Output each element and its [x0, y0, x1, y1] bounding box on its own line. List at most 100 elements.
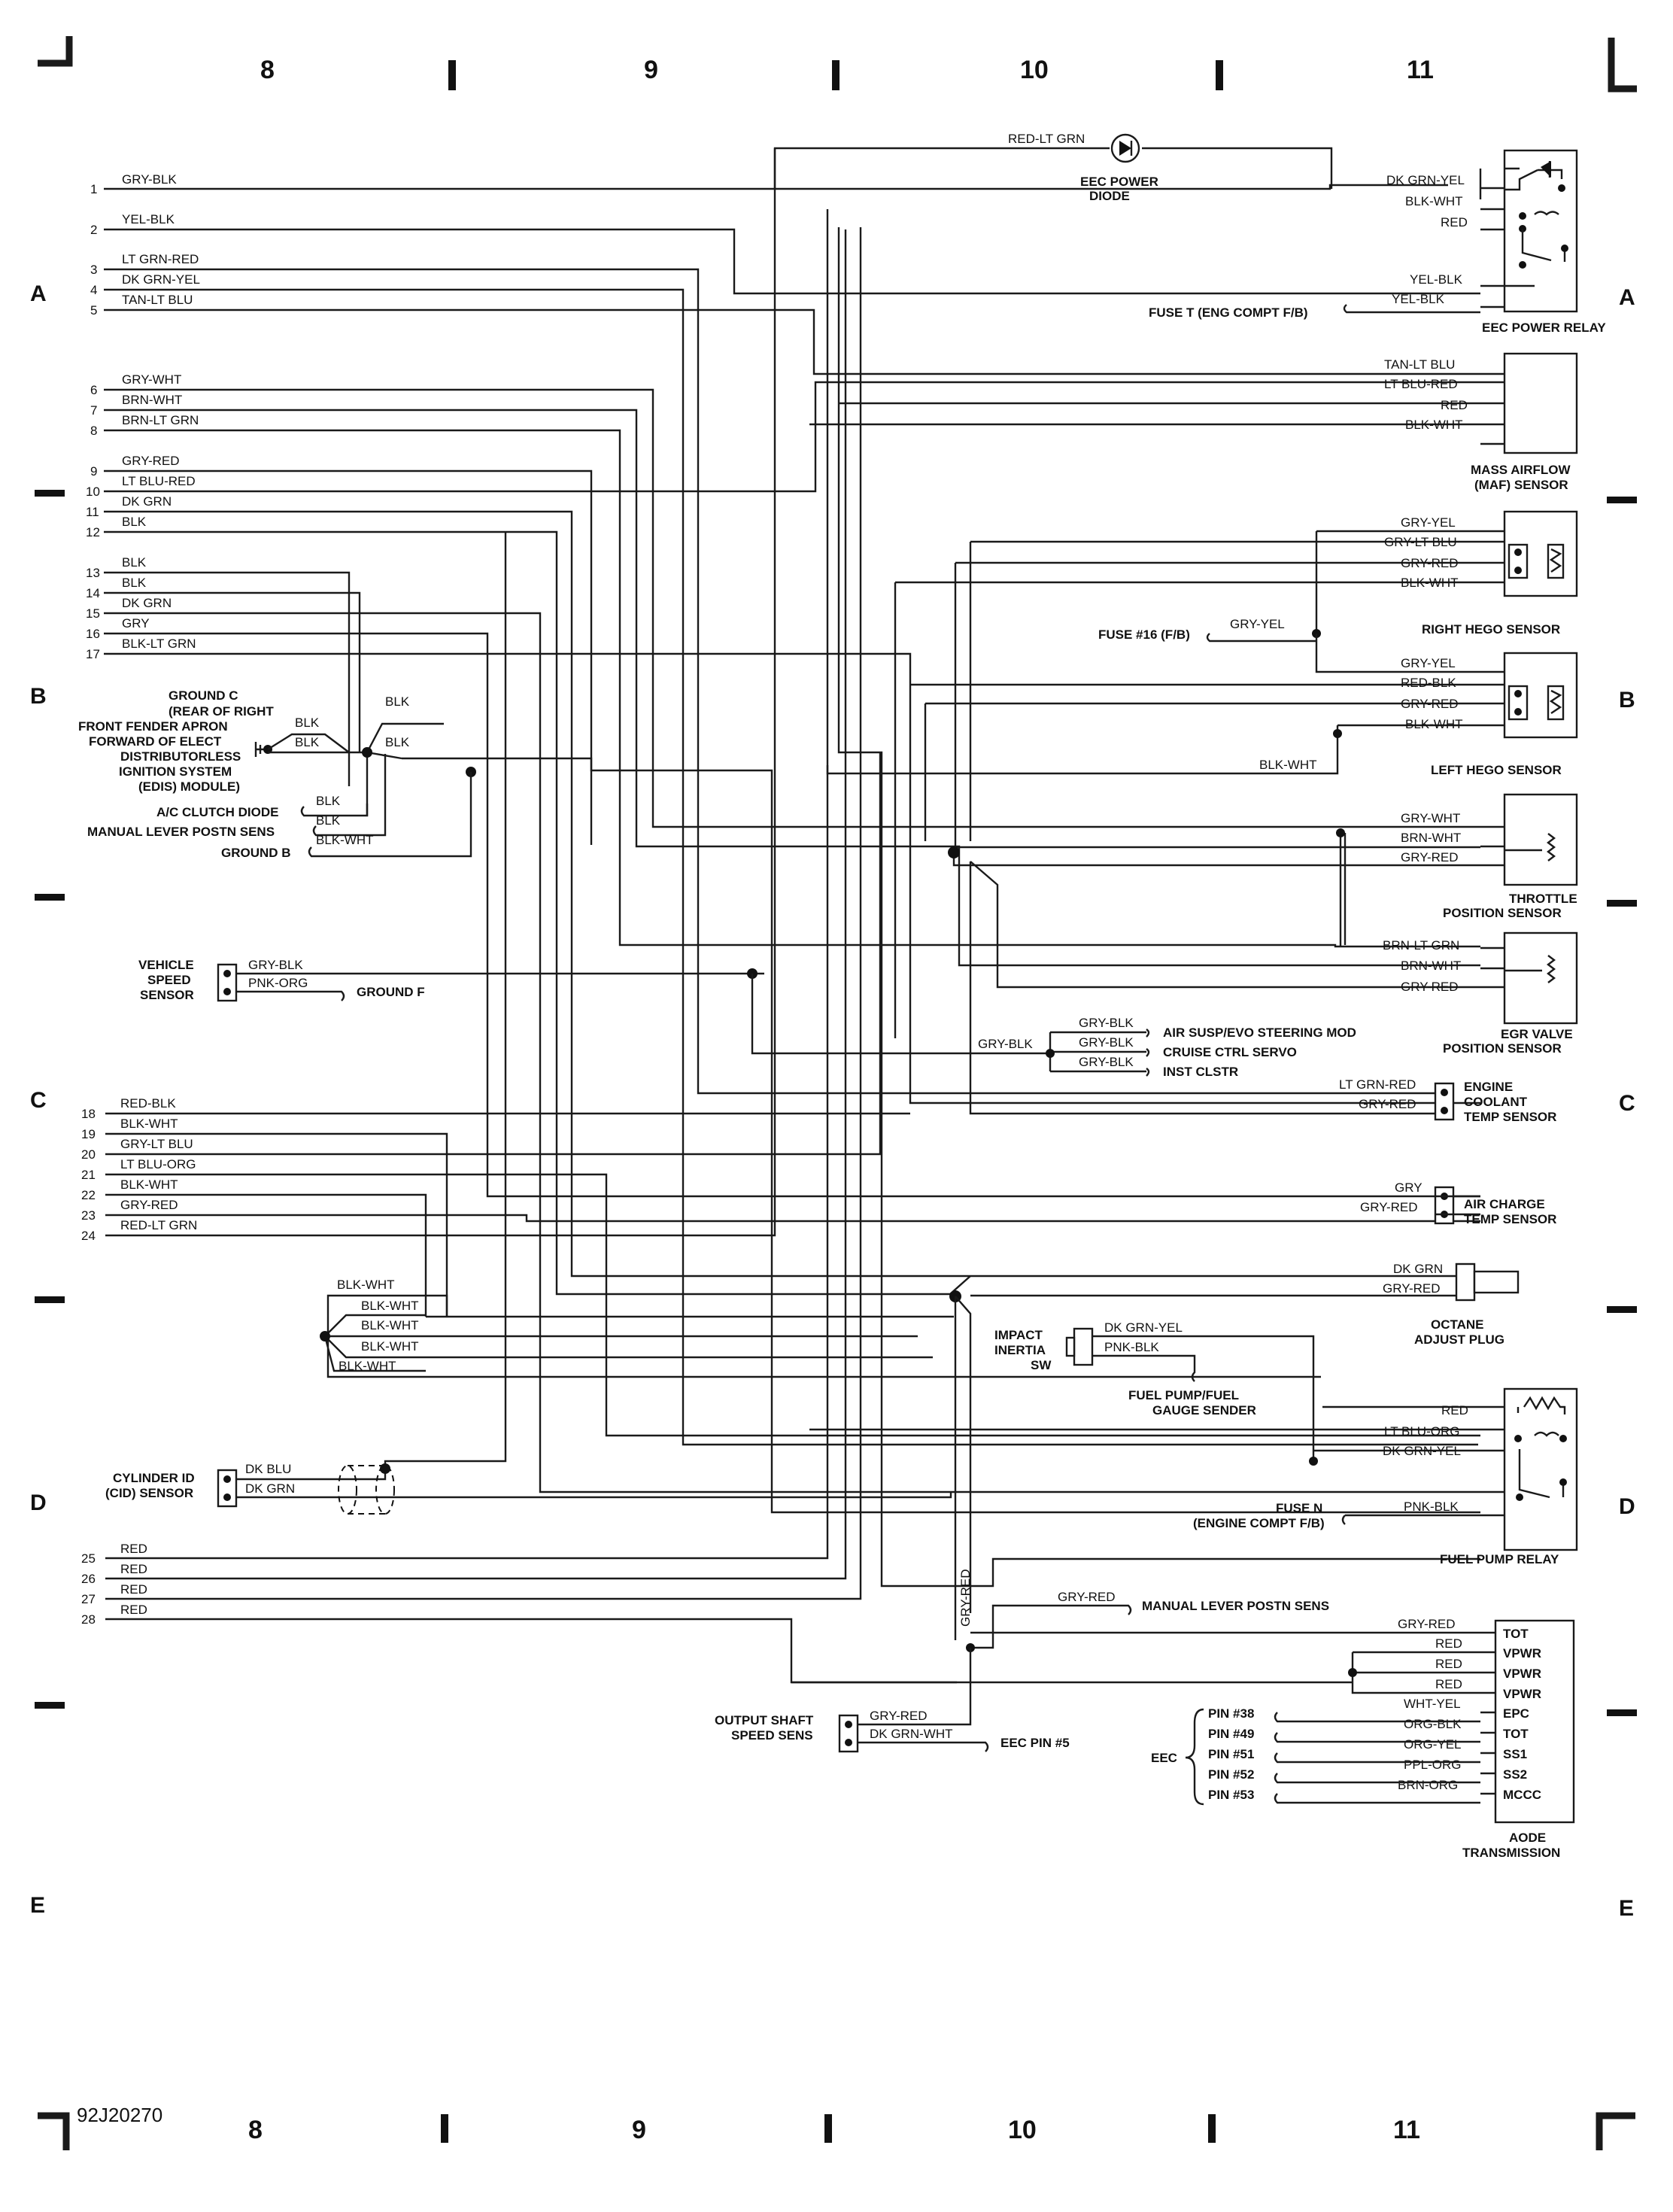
svg-text:GROUND B: GROUND B	[221, 846, 291, 860]
svg-text:DK GRN-YEL: DK GRN-YEL	[1386, 173, 1465, 187]
svg-text:ORG-BLK: ORG-BLK	[1404, 1717, 1462, 1731]
svg-text:PIN #51: PIN #51	[1208, 1747, 1254, 1761]
svg-text:(CID) SENSOR: (CID) SENSOR	[105, 1486, 193, 1500]
wires-18-24	[105, 148, 1480, 1437]
svg-text:POSITION SENSOR: POSITION SENSOR	[1443, 906, 1562, 920]
svg-text:AIR SUSP/EVO STEERING MOD: AIR SUSP/EVO STEERING MOD	[1163, 1025, 1356, 1040]
svg-text:PIN #49: PIN #49	[1208, 1727, 1254, 1741]
svg-text:7: 7	[90, 403, 97, 418]
svg-text:RED: RED	[1435, 1636, 1462, 1651]
svg-text:RED: RED	[120, 1562, 147, 1576]
svg-text:12: 12	[86, 525, 100, 539]
pin-row-7: 7 BRN-WHT	[90, 393, 182, 418]
wire-11	[104, 510, 1480, 1278]
svg-text:BRN-WHT: BRN-WHT	[122, 393, 182, 407]
svg-text:ADJUST PLUG: ADJUST PLUG	[1414, 1332, 1504, 1347]
svg-text:EPC: EPC	[1503, 1706, 1529, 1721]
maf-sensor: TAN-LT BLU LT BLU-RED RED BLK-WHT MASS A…	[809, 352, 1578, 492]
col-8-bottom: 8	[248, 2116, 263, 2144]
svg-text:PNK-BLK: PNK-BLK	[1404, 1499, 1459, 1514]
svg-text:FUSE N: FUSE N	[1276, 1501, 1322, 1515]
svg-text:DK GRN-WHT: DK GRN-WHT	[870, 1727, 952, 1741]
svg-text:GRY: GRY	[122, 616, 150, 630]
octane-adjust-plug: DK GRN GRY-RED OCTANE ADJUST PLUG	[970, 1262, 1520, 1347]
svg-text:PNK-ORG: PNK-ORG	[248, 976, 308, 990]
svg-text:WHT-YEL: WHT-YEL	[1404, 1697, 1461, 1711]
svg-text:EEC POWER RELAY: EEC POWER RELAY	[1482, 321, 1606, 335]
col-11-bottom: 11	[1393, 2116, 1420, 2144]
svg-text:BLK-WHT: BLK-WHT	[1259, 758, 1317, 772]
right-hego-sensor: GRY-YEL GRY-LT BLU GRY-RED BLK-WHT GRY-Y…	[894, 510, 1578, 1038]
svg-text:DK GRN-YEL: DK GRN-YEL	[1104, 1320, 1183, 1335]
svg-text:BRN-WHT: BRN-WHT	[1401, 959, 1461, 973]
svg-text:RED: RED	[1435, 1677, 1462, 1691]
svg-text:13: 13	[86, 566, 100, 580]
eec-power-diode: RED-LT GRN EEC POWER DIODE	[773, 132, 1333, 203]
svg-text:DISTRIBUTORLESS: DISTRIBUTORLESS	[120, 749, 241, 764]
gry-blk-branch-group: GRY-BLK GRY-BLK GRY-BLK GRY-BLK AIR SUSP…	[751, 974, 1356, 1079]
svg-text:THROTTLE: THROTTLE	[1509, 892, 1577, 906]
svg-text:AODE: AODE	[1509, 1831, 1546, 1845]
svg-text:GRY-YEL: GRY-YEL	[1401, 656, 1456, 670]
svg-text:BLK-WHT: BLK-WHT	[1405, 194, 1463, 208]
svg-text:DK GRN: DK GRN	[122, 596, 172, 610]
svg-text:GRY-RED: GRY-RED	[1359, 1097, 1416, 1111]
svg-text:18: 18	[81, 1107, 96, 1121]
svg-text:RED-BLK: RED-BLK	[1401, 676, 1456, 690]
svg-text:PPL-ORG: PPL-ORG	[1404, 1758, 1462, 1772]
svg-text:GRY-WHT: GRY-WHT	[122, 372, 181, 387]
svg-text:FUEL PUMP/FUEL: FUEL PUMP/FUEL	[1128, 1388, 1239, 1402]
svg-text:YEL-BLK: YEL-BLK	[1392, 292, 1445, 306]
col-10-top: 10	[1020, 56, 1049, 84]
svg-text:(MAF) SENSOR: (MAF) SENSOR	[1474, 478, 1568, 492]
svg-text:RED: RED	[1441, 215, 1468, 229]
svg-text:LT BLU-ORG: LT BLU-ORG	[1384, 1424, 1459, 1439]
svg-text:PIN #38: PIN #38	[1208, 1706, 1254, 1721]
svg-text:4: 4	[90, 283, 97, 297]
svg-text:GRY-RED: GRY-RED	[1058, 1590, 1116, 1604]
svg-text:PIN #52: PIN #52	[1208, 1767, 1254, 1782]
svg-text:26: 26	[81, 1572, 96, 1586]
svg-text:15: 15	[86, 606, 100, 621]
wire-7	[104, 409, 1480, 967]
svg-text:MASS AIRFLOW: MASS AIRFLOW	[1471, 463, 1571, 477]
wire-2	[104, 228, 1480, 295]
svg-text:GRY-RED: GRY-RED	[1401, 556, 1459, 570]
svg-text:11: 11	[86, 505, 99, 519]
impact-inertia-switch: DK GRN-YEL PNK-BLK IMPACT INERTIA SW FUE…	[994, 1320, 1315, 1461]
svg-text:SPEED: SPEED	[147, 973, 191, 987]
svg-text:BLK-WHT: BLK-WHT	[1401, 576, 1459, 590]
svg-text:EEC PIN #5: EEC PIN #5	[1000, 1736, 1070, 1750]
svg-text:SW: SW	[1031, 1358, 1052, 1372]
svg-text:RED-LT GRN: RED-LT GRN	[1008, 132, 1085, 146]
svg-text:BLK-WHT: BLK-WHT	[339, 1359, 396, 1373]
svg-text:IGNITION SYSTEM: IGNITION SYSTEM	[119, 764, 232, 779]
wires-1-17	[104, 184, 1512, 1588]
wire-6	[104, 388, 1480, 828]
svg-text:BLK-WHT: BLK-WHT	[1405, 717, 1463, 731]
svg-text:GRY: GRY	[1395, 1180, 1423, 1195]
svg-text:TEMP SENSOR: TEMP SENSOR	[1464, 1212, 1556, 1226]
svg-text:RED-LT GRN: RED-LT GRN	[120, 1218, 197, 1232]
svg-text:GRY-YEL: GRY-YEL	[1230, 617, 1285, 631]
svg-text:GROUND F: GROUND F	[357, 985, 425, 999]
svg-text:BLK: BLK	[316, 813, 341, 828]
svg-text:PIN #53: PIN #53	[1208, 1788, 1254, 1802]
wire-10	[104, 381, 1480, 493]
svg-text:BLK: BLK	[385, 735, 410, 749]
svg-text:ORG-YEL: ORG-YEL	[1404, 1737, 1462, 1752]
svg-text:(EDIS) MODULE): (EDIS) MODULE)	[138, 779, 240, 794]
eec-power-relay: DK GRN-YEL BLK-WHT RED YEL-BLK YEL-BLK F…	[1149, 149, 1606, 335]
svg-text:(ENGINE COMPT F/B): (ENGINE COMPT F/B)	[1193, 1516, 1325, 1530]
